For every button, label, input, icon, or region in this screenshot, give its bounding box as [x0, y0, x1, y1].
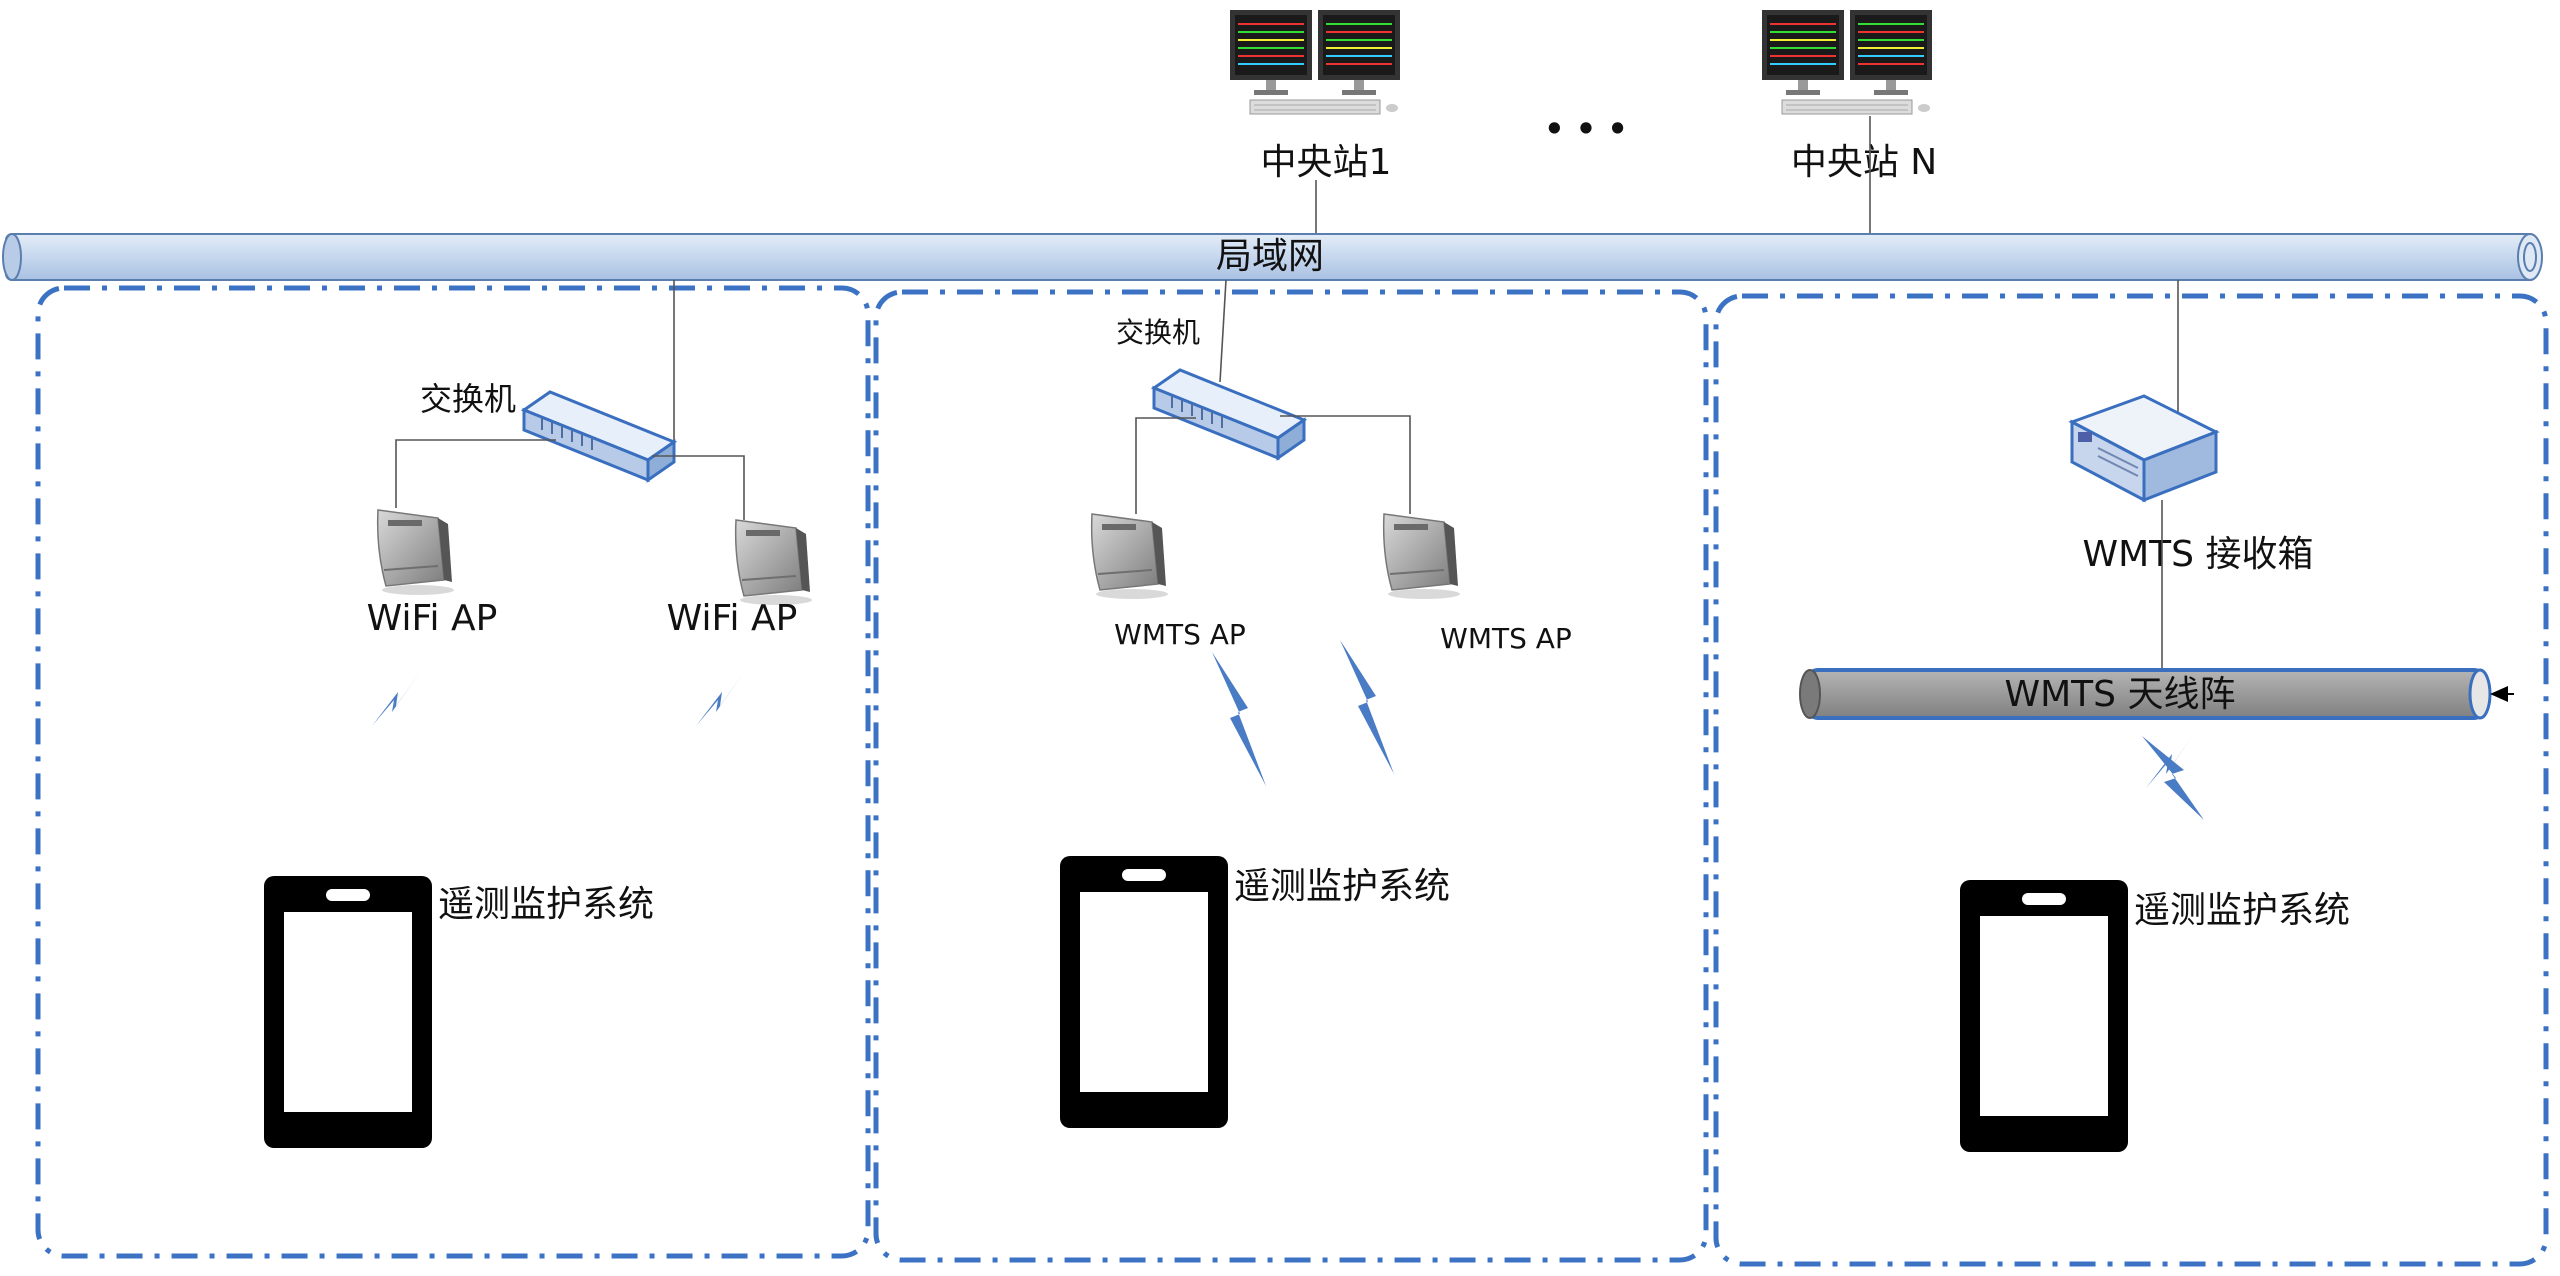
zone-wmts-ap-uplink: [1219, 279, 1227, 383]
zone-wifi: 交换机 WiFi AP WiFi AP 遥测监护系统: [35, 280, 871, 1259]
wmts-ap-2-link: [1280, 415, 1411, 514]
wmts-ap-2-label: WMTS AP: [1440, 622, 1572, 655]
wireless-signal-icon: [1212, 652, 1266, 786]
ellipsis: • • •: [1544, 110, 1628, 148]
monitor-icon: [1761, 9, 1933, 115]
lan-backbone: 局域网: [2, 233, 2543, 281]
zone-wifi-device-label: 遥测监护系统: [438, 884, 654, 925]
phone-device-icon: [1060, 856, 1228, 1128]
wireless-signal-icon: [372, 672, 420, 726]
central-station-1: 中央站1: [1229, 9, 1401, 183]
antenna-label: WMTS 天线阵: [2005, 674, 2236, 715]
zone-wifi-border: [35, 285, 871, 1259]
central-station-n: 中央站 N: [1761, 9, 1937, 183]
zone-wmts-antenna-border: [1713, 293, 2549, 1267]
phone-device-icon: [264, 876, 432, 1148]
antenna-array: WMTS 天线阵: [1799, 668, 2514, 720]
central-station-n-label: 中央站 N: [1791, 142, 1937, 183]
access-point-icon: [1382, 513, 1461, 600]
zone-wifi-switch-label: 交换机: [420, 380, 516, 418]
wmts-ap-1-link: [1135, 417, 1196, 514]
lan-label: 局域网: [1216, 236, 1324, 277]
access-point-icon: [376, 509, 455, 596]
access-point-icon: [1090, 513, 1169, 600]
phone-device-icon: [1960, 880, 2128, 1152]
zone-wmts-ap: 交换机 WMTS AP WMTS AP 遥测监护系统: [873, 279, 1709, 1263]
wifi-ap-2-label: WiFi AP: [667, 598, 798, 639]
receiver-box-icon: [2068, 394, 2220, 503]
receiver-label: WMTS 接收箱: [2083, 534, 2314, 575]
wireless-signal-icon: [696, 672, 744, 726]
wifi-ap-1-link: [395, 439, 556, 508]
wifi-ap-2-link: [652, 455, 745, 520]
access-point-icon: [734, 519, 813, 606]
zone-wmts-antenna: WMTS 接收箱 WMTS 天线阵 遥测监护系统: [1713, 280, 2549, 1267]
zone-wmts-ap-border: [873, 289, 1709, 1263]
switch-icon: [1152, 368, 1306, 460]
monitor-icon: [1229, 9, 1401, 115]
zone-wmts-ap-switch-label: 交换机: [1116, 316, 1200, 349]
switch-icon: [522, 390, 676, 482]
wireless-signal-icon: [2142, 736, 2204, 820]
zone-wmts-ap-device-label: 遥测监护系统: [1234, 866, 1450, 907]
wmts-ap-1-label: WMTS AP: [1114, 618, 1246, 651]
zone-wmts-antenna-device-label: 遥测监护系统: [2134, 890, 2350, 931]
wifi-ap-1-label: WiFi AP: [367, 598, 498, 639]
wireless-signal-icon: [1340, 640, 1394, 774]
central-station-1-label: 中央站1: [1261, 142, 1392, 183]
